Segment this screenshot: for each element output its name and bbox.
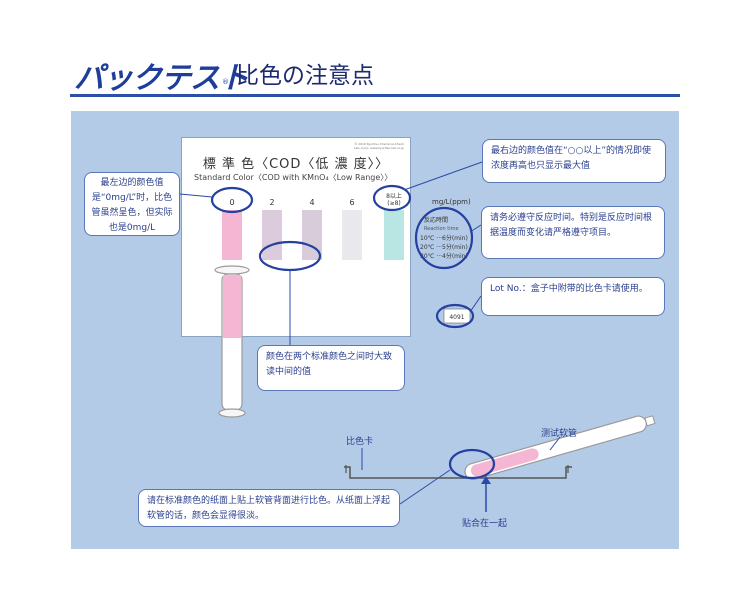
swatch-label-4: 4	[309, 198, 314, 207]
page-title: 比色の注意点	[236, 63, 374, 89]
connector-max	[403, 161, 483, 191]
brand-logo: パックテスト	[74, 61, 249, 96]
callout-zero-value: 最左边的颜色值是“0mg/L”时，比色管虽然呈色，但实际也是0mg/L	[84, 172, 180, 236]
header-divider	[70, 94, 680, 97]
highlight-contact	[448, 448, 496, 480]
connector-float	[399, 469, 451, 505]
tilted-tube	[464, 415, 656, 481]
swatch-label-6: 6	[349, 198, 354, 207]
swatch-0	[222, 210, 242, 260]
callout-max-value: 最右边的颜色值在“○○以上”的情况即使浓度再高也只显示最大值	[482, 139, 666, 183]
highlight-max	[372, 184, 412, 212]
callout-between-colors: 颜色在两个标准颜色之间时大致读中间的值	[257, 345, 405, 391]
card-copyright: © 2019 Kyoritsu Chemical-Check Lab.,Corp…	[353, 142, 404, 150]
reaction-time-10: 10℃ ···6分(min)	[420, 234, 468, 242]
tube-label: 测试软管	[541, 429, 578, 439]
highlight-reaction	[414, 206, 474, 270]
swatch-label-8: 8以上(≥8)	[386, 192, 402, 207]
card-title: 標 準 色〈COD〈低 濃 度〉〉	[202, 157, 390, 172]
chart-card-tray	[344, 466, 572, 479]
lot-number-box	[443, 308, 471, 324]
swatch-label-0: 0	[229, 198, 234, 207]
swatch-2	[262, 210, 282, 260]
callout-lot-no: Lot No.：盒子中附带的比色卡请使用。	[481, 277, 665, 316]
reaction-time-20: 20℃ ···5分(min)	[420, 243, 468, 251]
color-chart-card: © 2019 Kyoritsu Chemical-Check Lab.,Corp…	[181, 137, 411, 337]
vertical-tube	[214, 265, 250, 418]
contact-arrow-head	[481, 476, 491, 484]
page-header: パックテスト ® 比色の注意点	[70, 50, 680, 96]
reaction-heading: 反応時間	[424, 216, 448, 224]
registered-mark: ®	[222, 78, 229, 86]
swatch-8	[384, 210, 404, 260]
callout-reaction-time: 请务必遵守反应时间。特别是反应时间根据温度而变化请严格遵守项目。	[481, 206, 665, 259]
lot-number: 4091	[449, 314, 464, 321]
swatch-4	[302, 210, 322, 260]
callout-float-warning: 请在标准颜色的纸面上贴上软管背面进行比色。从纸面上浮起软管的话，颜色会显得很淡。	[138, 489, 400, 527]
reaction-time-30: 30℃ ···4分(min)	[420, 252, 468, 260]
connector-zero	[179, 193, 213, 198]
connector-lot	[469, 295, 482, 313]
tube-label-leader	[549, 436, 561, 451]
card-label: 比色卡	[346, 437, 374, 447]
connector-reaction	[469, 224, 482, 233]
contact-label: 贴合在一起	[462, 519, 508, 529]
highlight-lot	[435, 303, 475, 329]
card-subtitle: Standard Color〈COD with KMnO₄〈Low Range〉…	[194, 173, 393, 182]
highlight-zero	[210, 186, 254, 214]
swatch-6	[342, 210, 362, 260]
reaction-heading-en: Reaction time	[424, 226, 459, 232]
unit-label: mg/L(ppm)	[432, 198, 471, 206]
swatch-label-2: 2	[269, 198, 274, 207]
